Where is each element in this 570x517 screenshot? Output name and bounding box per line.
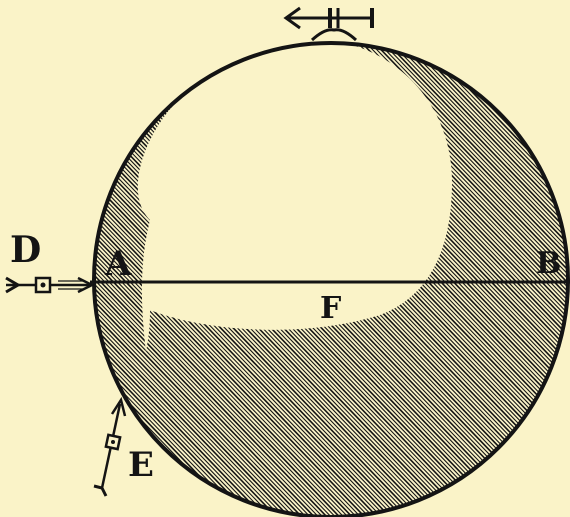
hatch-line xyxy=(94,43,459,517)
hatch-line xyxy=(94,43,279,517)
hatch-line xyxy=(94,43,325,517)
hatch-line xyxy=(0,0,1,517)
hatch-line xyxy=(94,43,287,517)
hatch-line xyxy=(164,43,568,517)
hatch-line xyxy=(94,43,568,517)
hatch-line xyxy=(94,43,316,517)
hatch-line xyxy=(94,43,434,517)
hatch-line xyxy=(94,43,266,517)
hatch-line xyxy=(94,43,396,517)
hatch-line xyxy=(345,43,568,517)
hatch-line xyxy=(353,43,568,517)
hatch-line xyxy=(370,43,568,517)
label-d: D xyxy=(10,229,41,271)
hatch-line xyxy=(94,43,384,517)
hatch-line xyxy=(190,43,568,517)
label-b: B xyxy=(536,246,561,281)
hatch-line xyxy=(94,43,333,517)
hatch-line xyxy=(0,0,5,517)
arrow-left-icon xyxy=(283,6,374,42)
hatch-line xyxy=(374,43,568,517)
hatch-line xyxy=(94,43,375,517)
hatch-line xyxy=(94,43,468,517)
hatch-line xyxy=(94,43,342,517)
hatch-line xyxy=(337,43,568,517)
hatch-line xyxy=(94,43,312,517)
hatch-line xyxy=(357,43,568,517)
hatch-line xyxy=(274,43,568,517)
hatch-line xyxy=(94,43,304,517)
hatch-line xyxy=(94,43,401,517)
hatch-line xyxy=(94,43,484,517)
sphere-outline xyxy=(92,41,570,517)
hatch-line xyxy=(366,43,568,517)
label-a: A xyxy=(104,244,132,284)
hatch-line xyxy=(94,43,338,517)
hatch-line xyxy=(341,43,568,517)
arrow-up-icon xyxy=(93,396,127,497)
hatch-line xyxy=(94,43,329,517)
hatch-line xyxy=(94,43,346,517)
hatch-line xyxy=(94,43,291,517)
hatch-line xyxy=(94,43,363,517)
hatch-line xyxy=(94,43,270,517)
hatch-line xyxy=(94,43,379,517)
hatch-line xyxy=(94,43,358,517)
hatch-line xyxy=(362,43,568,517)
hatch-line xyxy=(94,43,300,517)
arrow-right-icon xyxy=(5,276,95,294)
label-e: E xyxy=(128,445,154,485)
hatch-line xyxy=(248,43,568,517)
hatch-line xyxy=(94,43,321,517)
hatch-line xyxy=(94,43,442,517)
hatch-line xyxy=(349,43,568,517)
hatch-line xyxy=(94,43,295,517)
hatch-line xyxy=(94,43,283,517)
hatch-line xyxy=(0,0,9,517)
hatch-line xyxy=(94,43,354,517)
hatch-line xyxy=(94,43,308,517)
hatch-line xyxy=(94,43,493,517)
hatch-line xyxy=(94,43,262,517)
hatch-line xyxy=(94,43,371,517)
hatch-line xyxy=(94,43,258,517)
hatch-line xyxy=(94,43,367,517)
hatch-line xyxy=(94,43,388,517)
hatch-line xyxy=(94,43,275,517)
hatch-line xyxy=(379,43,568,517)
label-f: F xyxy=(320,291,341,326)
hatch-line xyxy=(94,43,392,517)
hatch-line xyxy=(94,43,350,517)
